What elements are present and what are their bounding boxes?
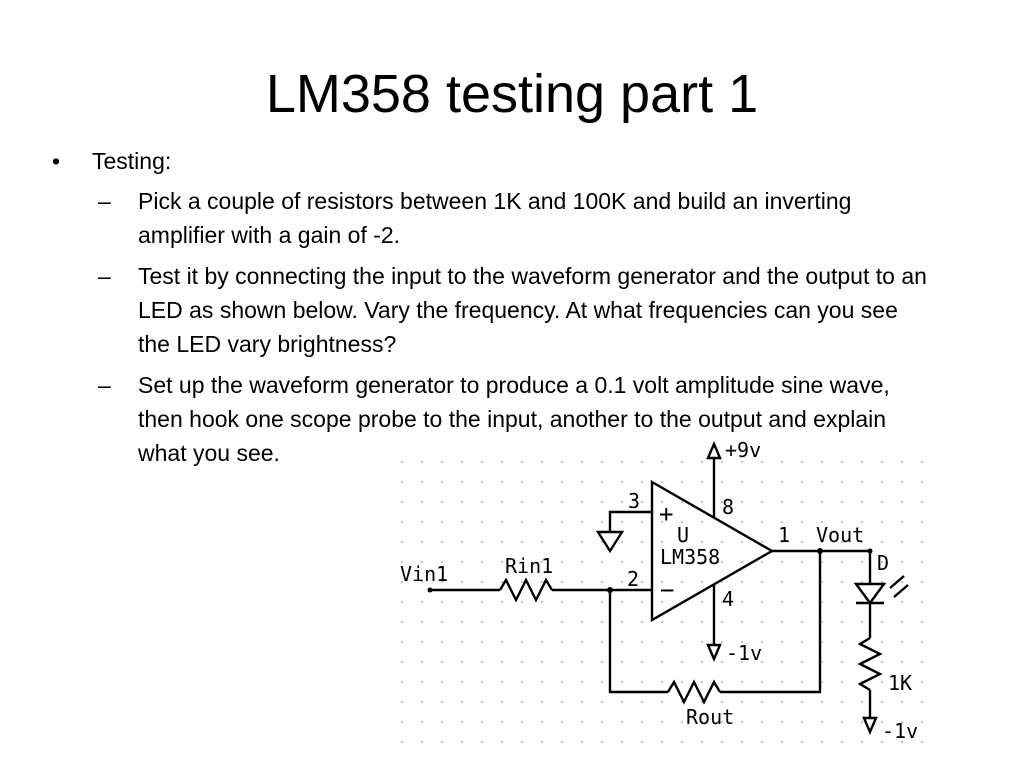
label-vin: Vin1	[400, 562, 448, 586]
node-out	[817, 548, 823, 554]
led-triangle	[853, 582, 887, 606]
dash-marker: –	[98, 372, 111, 398]
grid-dots	[390, 455, 930, 760]
node-led	[867, 548, 873, 554]
label-vminus-led: -1v	[882, 719, 918, 743]
sub-bullet-text: Test it by connecting the input to the w…	[138, 263, 927, 357]
dash-marker: –	[98, 188, 111, 214]
label-rin: Rin1	[505, 554, 553, 578]
label-pin1: 1	[778, 523, 790, 547]
led-ray-1	[889, 575, 905, 589]
supply-arrow-up	[706, 440, 722, 460]
label-pin4: 4	[722, 587, 734, 611]
label-vout: Vout	[816, 523, 864, 547]
label-pin8: 8	[722, 495, 734, 519]
label-pin2: 2	[627, 567, 639, 591]
sub-bullet-text: Pick a couple of resistors between 1K an…	[138, 188, 852, 248]
wire-feedback-right	[720, 551, 822, 694]
ground-symbol	[595, 530, 625, 554]
label-vminus-opamp: -1v	[726, 641, 762, 665]
led-ray-2	[893, 584, 909, 598]
node-inv	[607, 587, 613, 593]
resistor-rin	[498, 577, 554, 603]
label-pin3: 3	[628, 489, 640, 513]
label-vplus: +9v	[725, 438, 761, 462]
slide-title: LM358 testing part 1	[265, 64, 759, 124]
bullet-marker: •	[52, 148, 61, 174]
circuit-schematic: +9v 3 8 + U LM358 1 Vout D Vin1 Rin1 2 −…	[390, 438, 930, 760]
wire-feedback-left	[608, 590, 668, 694]
label-plus: +	[659, 500, 673, 528]
supply-arrow-led	[862, 716, 878, 736]
bullet-heading: Testing:	[92, 148, 172, 174]
resistor-1k	[857, 636, 883, 692]
dash-marker: –	[98, 263, 111, 289]
label-rout: Rout	[686, 705, 734, 729]
label-chip: LM358	[660, 545, 720, 569]
sub-bullet-text: Set up the waveform generator to produce…	[138, 372, 890, 466]
wire-noninv	[608, 510, 652, 532]
node-vin	[427, 587, 433, 593]
resistor-rout	[666, 679, 722, 705]
label-minus: −	[660, 576, 674, 604]
label-r-led: 1K	[888, 671, 912, 695]
opamp-body	[650, 479, 775, 623]
label-unit: U	[677, 523, 689, 547]
supply-arrow-down	[706, 643, 722, 663]
label-diode: D	[877, 551, 889, 575]
